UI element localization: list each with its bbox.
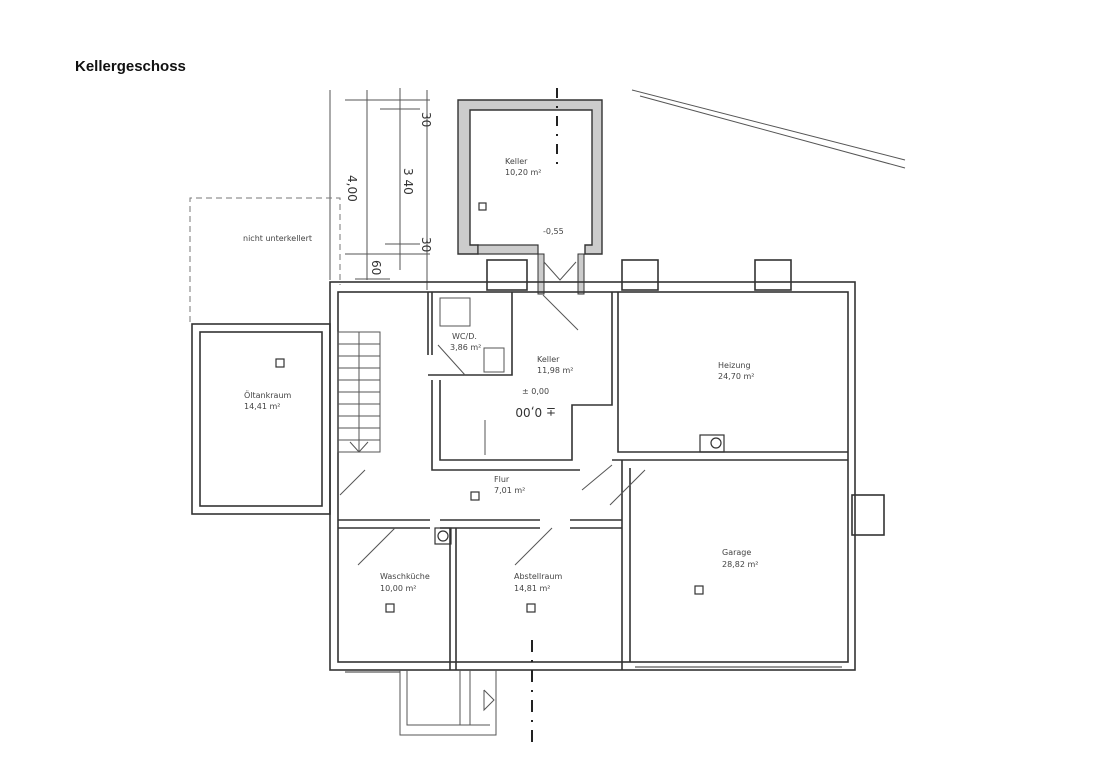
level-zero-large: ± 0,00	[515, 405, 556, 419]
room-name: WC/D.	[452, 332, 477, 341]
room-area: 10,00 m²	[380, 584, 416, 593]
dimension-lines	[329, 88, 430, 290]
room-name: Keller	[537, 355, 560, 364]
room-marker	[385, 603, 395, 613]
dimension-60: 60	[369, 260, 383, 275]
room-marker	[694, 585, 704, 595]
room-name: Waschküche	[380, 572, 430, 581]
property-line	[631, 89, 906, 161]
dimension-340: 3 40	[401, 168, 415, 195]
dimension-400: 4,00	[345, 175, 359, 202]
dimension-30-top: 30	[419, 112, 433, 127]
room-name: Heizung	[718, 361, 751, 370]
room-marker	[470, 491, 480, 501]
room-area: 7,01 m²	[494, 486, 525, 495]
property-line	[639, 95, 906, 169]
room-area: 3,86 m²	[450, 343, 481, 352]
room-area: 24,70 m²	[718, 372, 754, 381]
room-name: Garage	[722, 548, 751, 557]
room-area: 28,82 m²	[722, 560, 758, 569]
room-area: 14,41 m²	[244, 402, 280, 411]
room-marker	[275, 358, 285, 368]
level-zero: ± 0,00	[522, 387, 549, 396]
room-name: Öltankraum	[244, 390, 292, 400]
room-marker	[478, 202, 487, 211]
room-area: 10,20 m²	[505, 168, 541, 177]
room-area: 14,81 m²	[514, 584, 550, 593]
dimension-30-bottom: 30	[419, 237, 433, 252]
page-title: Kellergeschoss	[75, 58, 186, 75]
keller-top-room	[457, 88, 603, 295]
building-walls	[191, 259, 885, 745]
room-name: Abstellraum	[514, 572, 562, 581]
room-area: 11,98 m²	[537, 366, 573, 375]
not-basement-label: nicht unterkellert	[243, 234, 312, 243]
room-marker	[526, 603, 536, 613]
room-name: Flur	[494, 475, 510, 484]
room-name: Keller	[505, 157, 528, 166]
level-keller-top: -0,55	[543, 227, 564, 236]
unexcavated-area	[189, 197, 341, 322]
